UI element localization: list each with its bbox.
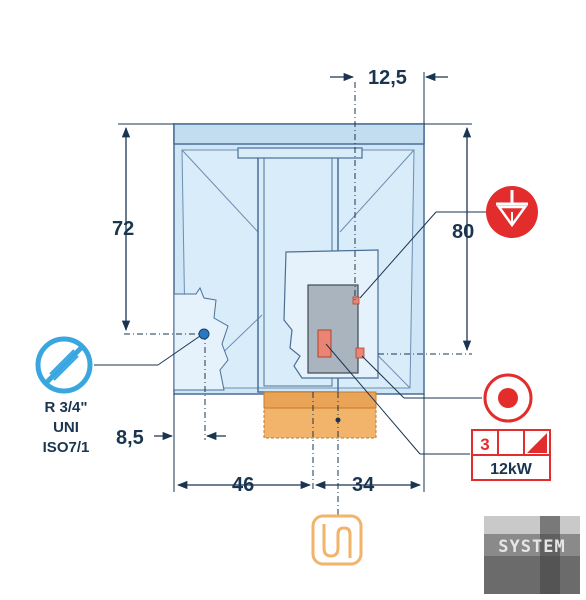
- dim-right-height: 80: [452, 221, 474, 243]
- drain-centre: [335, 417, 341, 423]
- electrical-connection-icon: [483, 373, 533, 423]
- water-inlet-icon: [35, 336, 93, 394]
- drain-icon: [311, 514, 363, 566]
- equipotential-icon: [486, 186, 538, 238]
- power-rating-box: [471, 429, 551, 481]
- dimension-arrows: [121, 72, 472, 490]
- dim-left-height: 72: [112, 218, 134, 240]
- inlet-point: [198, 328, 210, 340]
- connection-label-iso: ISO7/1: [43, 439, 90, 456]
- dim-bottom-right: 34: [352, 474, 375, 496]
- extension-lines: [118, 72, 472, 492]
- drain-block: [263, 391, 377, 439]
- dim-left-offset: 8,5: [116, 427, 144, 449]
- leader-lines: [94, 211, 488, 455]
- control-housing: [283, 249, 379, 379]
- watermark-text: SYSTEM: [498, 537, 565, 557]
- connection-label-thread: R 3/4": [45, 399, 88, 416]
- watermark-logo: [484, 516, 580, 594]
- left-cutaway: [173, 286, 229, 391]
- centre-lines: [124, 82, 472, 520]
- power-rating: 12kW: [490, 461, 533, 478]
- dim-top-offset: 12,5: [368, 67, 407, 89]
- connection-label-standard: UNI: [53, 419, 79, 436]
- power-phase: 3: [480, 435, 489, 454]
- dim-bottom-left: 46: [232, 474, 254, 496]
